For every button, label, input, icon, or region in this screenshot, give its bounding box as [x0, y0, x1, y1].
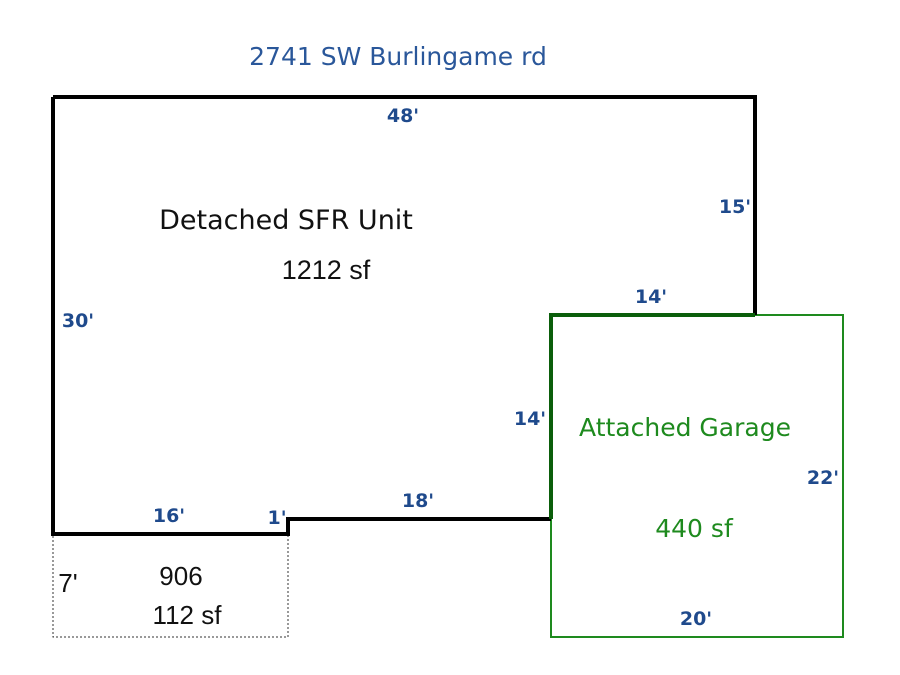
main-unit-outline: [53, 95, 757, 315]
dim-addition-left: 7': [58, 568, 77, 598]
dim-bottom-left: 16': [153, 505, 185, 527]
dim-top: 48': [387, 105, 419, 127]
dim-bottom-right: 18': [402, 490, 434, 512]
garage-label: Attached Garage: [579, 413, 791, 442]
dim-garage-bottom: 20': [680, 608, 712, 630]
addition-area: 112 sf: [153, 600, 223, 630]
shared-wall: [549, 313, 755, 519]
dim-step: 1': [267, 507, 286, 529]
main-unit-outline-bottom: [51, 97, 551, 536]
dim-right: 15': [719, 196, 751, 218]
dim-left: 30': [62, 310, 94, 332]
dim-notch-side: 14': [514, 408, 546, 430]
garage-area: 440 sf: [655, 514, 734, 543]
plan-title: 2741 SW Burlingame rd: [249, 42, 547, 71]
main-unit-area: 1212 sf: [282, 255, 371, 285]
dim-garage-right: 22': [807, 467, 839, 489]
dim-notch-top: 14': [635, 286, 667, 308]
addition-label: 906: [159, 561, 202, 591]
garage-outline: [550, 314, 844, 638]
main-unit-label: Detached SFR Unit: [159, 205, 413, 236]
